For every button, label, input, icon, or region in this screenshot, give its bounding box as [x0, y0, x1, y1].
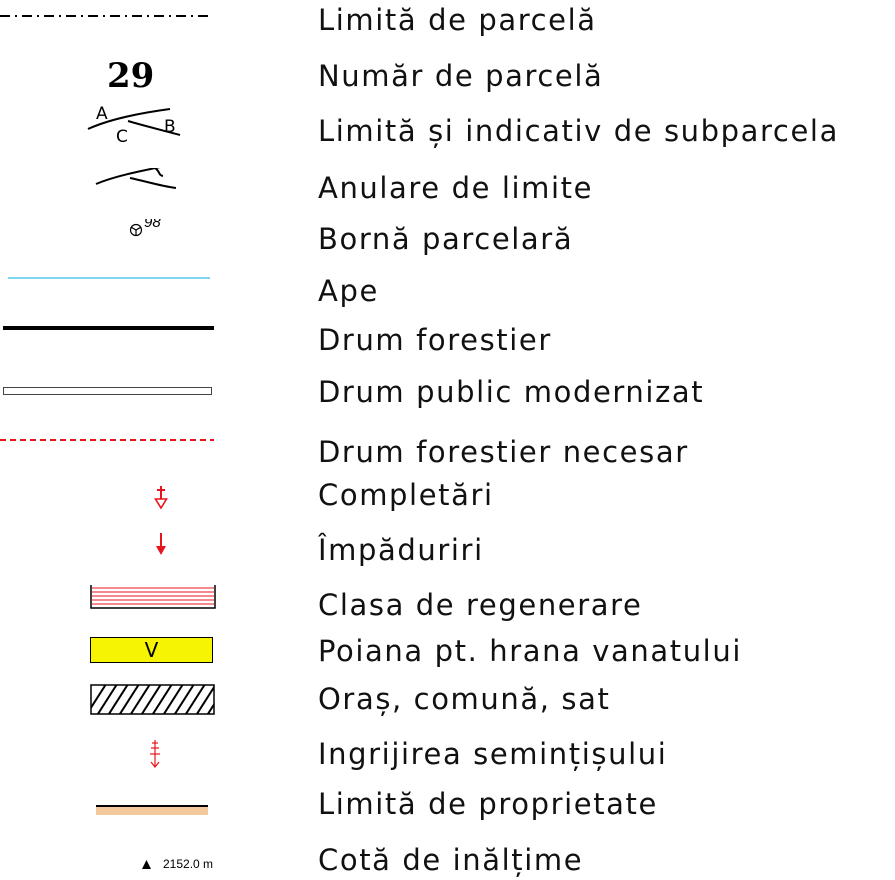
legend-label: Drum forestier necesar: [318, 435, 689, 469]
legend-row-anulare-limite: Anulare de limite: [0, 162, 895, 208]
subparcel-lines-svg: A B C: [87, 104, 181, 145]
legend-label: Completări: [318, 478, 494, 512]
completion-symbol: [0, 475, 230, 515]
forest-road-symbol: [0, 320, 230, 360]
clearing-symbol: V: [0, 631, 230, 671]
legend-label: Anulare de limite: [318, 171, 594, 205]
legend-row-drum-necesar: Drum forestier necesar: [0, 432, 895, 472]
seedling-care-svg: [150, 740, 160, 768]
hollow-arrow-icon: [154, 498, 168, 510]
legend-label: Limită și indicativ de subparcela: [318, 114, 839, 148]
subparcel-letter-c: C: [116, 127, 128, 145]
boundary-cancel-symbol: [0, 162, 230, 208]
property-boundary-symbol: [0, 784, 230, 824]
subparcel-symbol: A B C: [0, 104, 230, 151]
settlement-symbol: [0, 679, 230, 719]
legend-row-numar-parcela: 29 Număr de parcelă: [0, 56, 895, 96]
property-line-fill: [96, 807, 208, 815]
boundary-cancel-svg: [95, 162, 181, 189]
boundary-marker-svg: 98: [129, 214, 161, 237]
legend-row-clasa-regenerare: Clasa de regenerare: [0, 578, 895, 625]
boundary-marker-symbol: 98: [0, 214, 230, 259]
legend-row-ape: Ape: [0, 271, 895, 311]
public-road-symbol: [0, 372, 230, 412]
parcel-boundary-line-svg: [0, 15, 212, 17]
legend-label: Cotă de inălțime: [318, 843, 584, 877]
legend-label: Bornă parcelară: [318, 222, 574, 256]
regeneration-pattern-svg: [90, 578, 216, 609]
public-road-line: [3, 387, 212, 395]
elevation-symbol: 2152.0 m: [0, 840, 230, 880]
legend-row-drum-public: Drum public modernizat: [0, 372, 895, 412]
legend-row-cota: 2152.0 m Cotă de inălțime: [0, 840, 895, 880]
legend-label: Poiana pt. hrana vanatului: [318, 634, 742, 668]
planned-road-symbol: [0, 432, 230, 472]
completion-arrow-svg: [154, 486, 168, 510]
legend-label: Drum public modernizat: [318, 375, 705, 409]
elevation-triangle-svg: [142, 860, 151, 869]
legend-label: Oraș, comună, sat: [318, 682, 611, 716]
water-symbol: [0, 271, 230, 311]
property-line-top: [96, 805, 208, 807]
afforestation-arrow-svg: [156, 533, 166, 555]
legend-row-limita-proprietate: Limită de proprietate: [0, 784, 895, 824]
legend-row-subparcela: A B C Limită și indicativ de subparcela: [0, 104, 895, 151]
legend-row-borna: 98 Bornă parcelară: [0, 214, 895, 259]
elevation-value: 2152.0 m: [163, 857, 214, 871]
forest-road-line: [3, 326, 214, 330]
legend-row-limita-parcela: Limită de parcelă: [0, 0, 895, 40]
legend-label: Număr de parcelă: [318, 59, 604, 93]
legend-label: Limită de parcelă: [318, 3, 597, 37]
settlement-hatch-svg: [90, 684, 215, 715]
legend-label: Clasa de regenerare: [318, 588, 643, 622]
parcel-number-sample: 29: [107, 56, 155, 96]
legend-row-oras: Oraș, comună, sat: [0, 679, 895, 719]
subparcel-letter-b: B: [164, 117, 176, 137]
filled-arrow-icon: [156, 546, 166, 555]
legend-row-poiana: V Poiana pt. hrana vanatului: [0, 631, 895, 671]
legend-label: Ape: [318, 274, 379, 308]
legend-label: Ingrijirea semințișului: [318, 737, 668, 771]
legend-row-ingrijire: Ingrijirea semințișului: [0, 734, 895, 774]
seedling-care-symbol: [0, 734, 230, 774]
legend-row-drum-forestier: Drum forestier: [0, 320, 895, 360]
marker-number: 98: [144, 219, 161, 231]
water-line: [8, 277, 210, 279]
legend-label: Drum forestier: [318, 323, 552, 357]
parcel-number-symbol: 29: [0, 56, 230, 96]
planned-road-svg: [0, 439, 214, 441]
regeneration-class-symbol: [0, 578, 230, 625]
afforestation-symbol: [0, 530, 230, 570]
parcel-boundary-symbol: [0, 0, 230, 40]
subparcel-letter-a: A: [96, 104, 108, 124]
legend-row-completari: Completări: [0, 475, 895, 515]
clearing-box: V: [90, 637, 213, 663]
legend-row-impaduriri: Împăduriri: [0, 530, 895, 570]
legend-label: Limită de proprietate: [318, 787, 658, 821]
triangle-icon: [142, 860, 151, 869]
legend-label: Împăduriri: [318, 533, 484, 567]
